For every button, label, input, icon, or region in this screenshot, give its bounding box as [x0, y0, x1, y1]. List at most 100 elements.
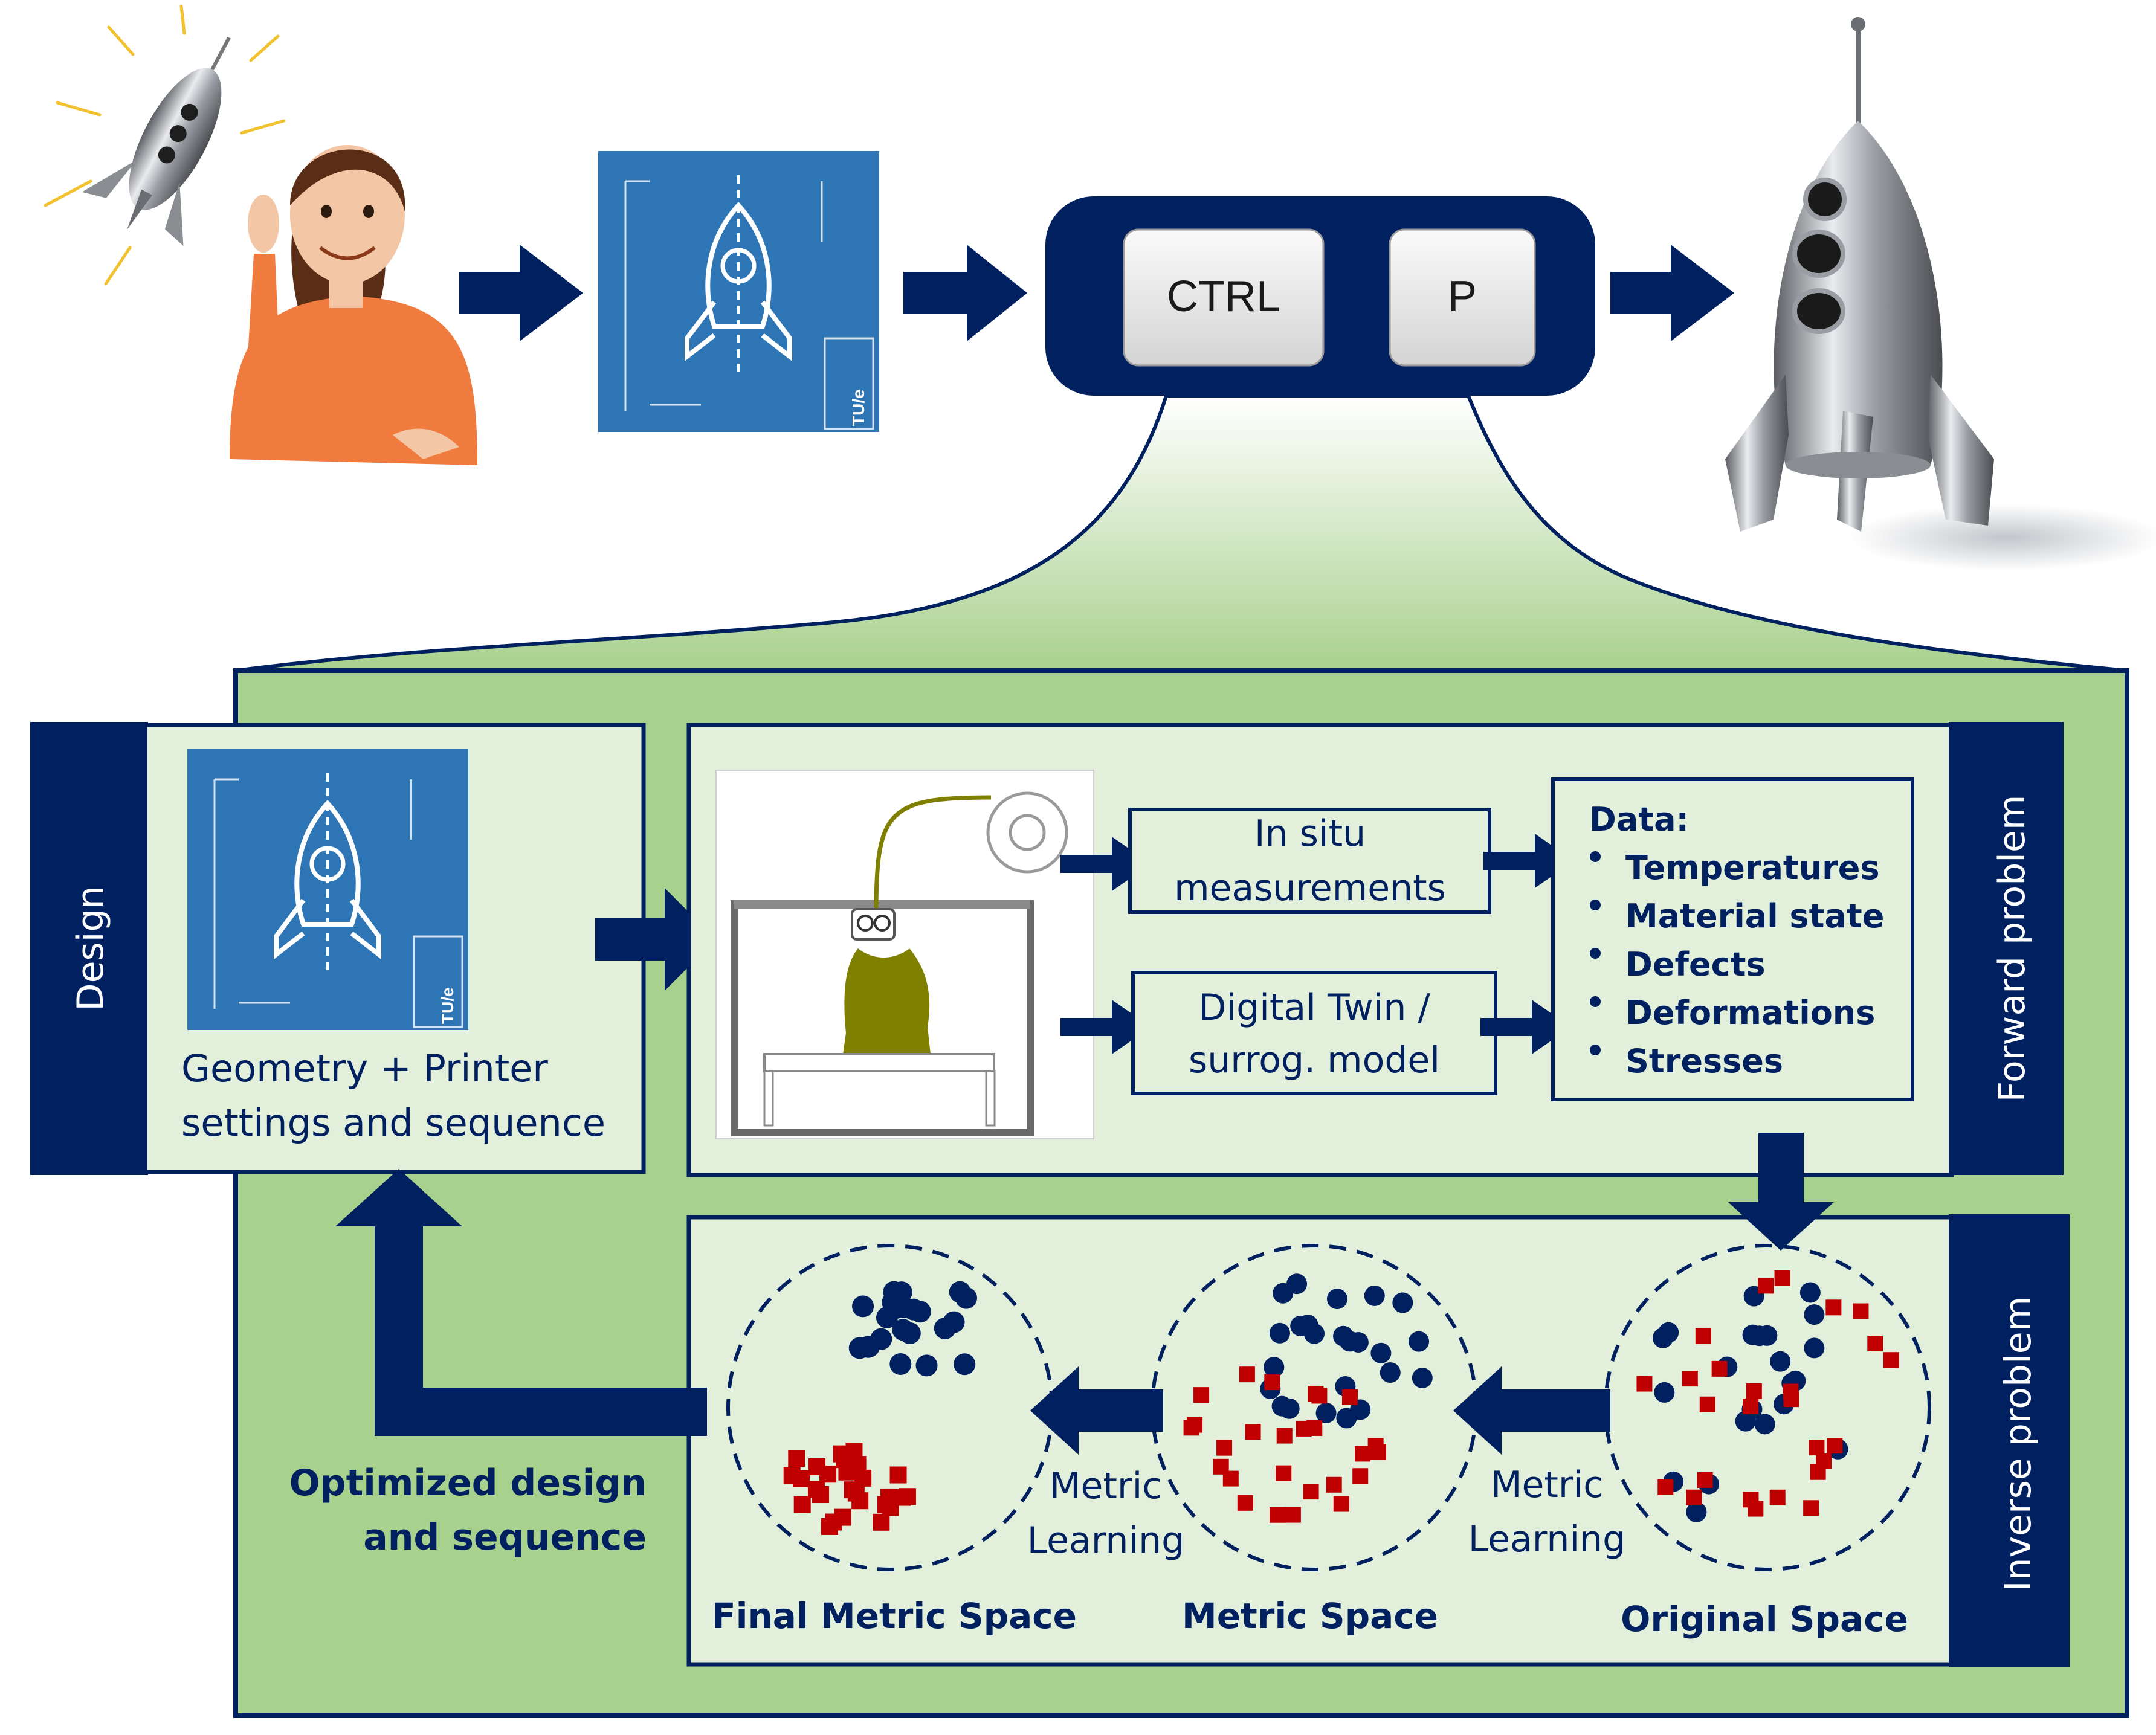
red-point	[1769, 1489, 1786, 1505]
ctrl-key-label: CTRL	[1167, 272, 1280, 321]
navy-point	[1392, 1292, 1413, 1313]
arrow-printer-to-twin	[1060, 1000, 1151, 1054]
red-point	[1758, 1278, 1774, 1294]
red-point	[808, 1458, 826, 1475]
red-point	[1816, 1453, 1832, 1469]
red-point	[1183, 1420, 1199, 1436]
red-point	[1853, 1303, 1869, 1319]
red-point	[1333, 1496, 1349, 1512]
design-caption-line1: Geometry + Printer	[181, 1046, 548, 1090]
data-title: Data:	[1589, 800, 1689, 839]
red-point	[1237, 1495, 1253, 1511]
design-block: Design TU/e Geometry + Printer settings …	[30, 722, 646, 1175]
red-point	[1264, 1374, 1280, 1391]
blueprint-top-stamp: TU/e	[849, 389, 868, 426]
navy-point	[909, 1301, 931, 1323]
design-caption-line2: settings and sequence	[181, 1101, 605, 1145]
red-point	[1341, 1389, 1358, 1405]
red-point	[1827, 1438, 1843, 1454]
navy-point	[1336, 1408, 1357, 1429]
navy-point	[915, 1354, 938, 1377]
navy-point	[1409, 1331, 1430, 1352]
red-point	[807, 1481, 825, 1498]
blueprint-design-icon: TU/e	[187, 749, 468, 1030]
red-point	[1695, 1328, 1711, 1344]
red-point	[1883, 1352, 1899, 1368]
data-box: Data: Temperatures Material state Defect…	[1551, 777, 1914, 1101]
navy-point	[1348, 1331, 1369, 1353]
navy-point	[943, 1311, 965, 1333]
navy-point	[1804, 1337, 1825, 1359]
ctrl-p-keyboard: CTRL P	[1045, 196, 1595, 396]
twin-line1: Digital Twin /	[1198, 987, 1430, 1029]
metric-space-label: Metric Space	[1182, 1595, 1438, 1637]
red-point	[1326, 1476, 1342, 1493]
red-point	[1748, 1501, 1764, 1517]
red-point	[1825, 1299, 1842, 1316]
red-point	[1711, 1360, 1728, 1377]
arrow-original-to-metric	[1453, 1366, 1610, 1455]
metric-learning-1-line2: Learning	[1027, 1519, 1184, 1562]
final-metric-space-label: Final Metric Space	[712, 1595, 1077, 1637]
red-point	[783, 1467, 801, 1484]
insitu-line1: In situ	[1254, 813, 1366, 855]
data-item-deformations: Deformations	[1625, 994, 1875, 1032]
design-tab-label: Design	[69, 886, 112, 1011]
red-point	[1296, 1420, 1312, 1437]
red-point	[1636, 1376, 1653, 1392]
optimized-design-line1: Optimized design	[289, 1462, 647, 1504]
red-point	[1686, 1489, 1702, 1505]
ctrl-key: CTRL	[1123, 228, 1325, 367]
red-point	[1657, 1479, 1674, 1495]
navy-point	[1364, 1285, 1385, 1306]
navy-point	[1380, 1362, 1401, 1383]
arrow-design-to-printer	[595, 888, 716, 991]
forward-tab-label: Forward problem	[1991, 795, 2033, 1102]
arrow-blueprint-to-print	[903, 245, 1027, 341]
arrow-optimized-to-design	[335, 1169, 707, 1436]
navy-point	[899, 1322, 921, 1344]
red-point	[1803, 1500, 1819, 1516]
red-point	[1193, 1387, 1210, 1403]
navy-point	[1654, 1382, 1675, 1403]
person-icon	[230, 145, 477, 465]
red-point	[1743, 1399, 1759, 1415]
red-point	[793, 1496, 811, 1513]
red-point	[1809, 1440, 1825, 1456]
navy-point	[949, 1281, 971, 1303]
navy-point	[1269, 1322, 1290, 1344]
navy-point	[858, 1336, 880, 1358]
arrow-idea-to-blueprint	[459, 245, 583, 341]
red-point	[889, 1466, 907, 1484]
metric-learning-2-line1: Metric	[1491, 1464, 1604, 1506]
insitu-measurements-box: In situ measurements	[1128, 808, 1491, 914]
arrow-data-to-original-space	[1728, 1133, 1834, 1251]
arrow-twin-to-data	[1480, 1000, 1571, 1054]
navy-point	[1799, 1282, 1821, 1303]
zoom-funnel	[235, 394, 2128, 672]
data-item-stresses: Stresses	[1625, 1042, 1783, 1080]
navy-point	[1686, 1501, 1707, 1522]
arrow-print-to-rocket	[1610, 245, 1734, 341]
red-point	[1783, 1391, 1799, 1408]
optimized-design-line2: and sequence	[363, 1516, 647, 1559]
red-point	[1303, 1484, 1319, 1500]
data-item-material-state: Material state	[1625, 897, 1884, 935]
navy-point	[1264, 1357, 1285, 1378]
forward-problem-block: Forward problem In situ measurements	[686, 722, 2064, 1177]
red-point	[1682, 1371, 1698, 1387]
red-point	[1355, 1446, 1371, 1462]
red-point	[1746, 1383, 1762, 1399]
red-point	[1239, 1366, 1255, 1383]
p-key-label: P	[1448, 272, 1477, 321]
red-point	[1285, 1507, 1301, 1523]
navy-point	[1804, 1304, 1825, 1325]
navy-point	[1770, 1351, 1791, 1372]
printer-3d-icon	[715, 770, 1094, 1139]
red-point	[1245, 1424, 1261, 1440]
red-point	[1867, 1336, 1883, 1352]
twin-line2: surrog. model	[1189, 1039, 1440, 1081]
p-key: P	[1389, 228, 1536, 367]
printed-rocket-icon	[1725, 17, 2156, 571]
red-point	[839, 1446, 857, 1463]
